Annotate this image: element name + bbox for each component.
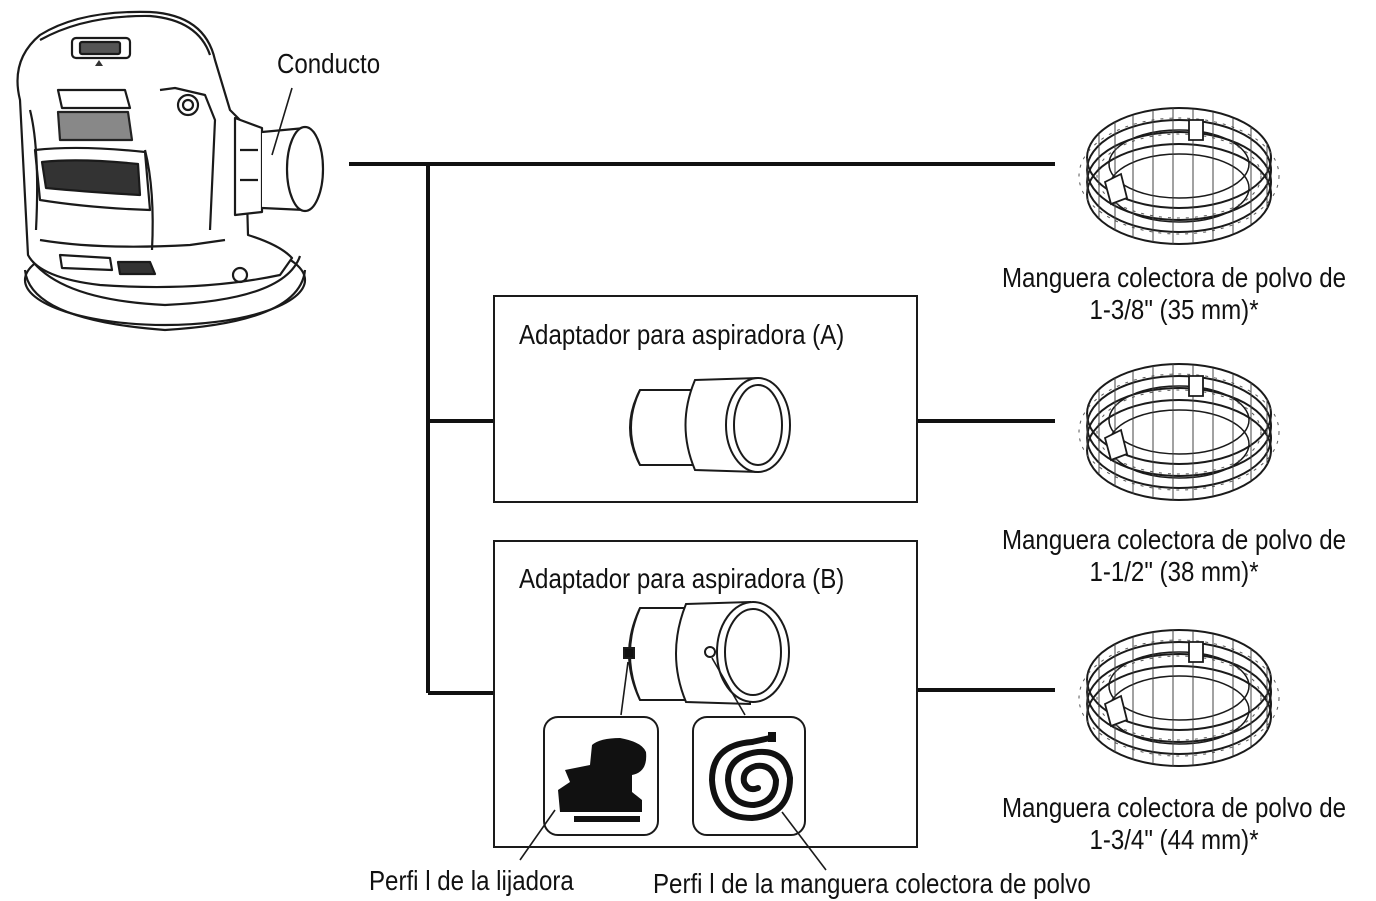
duct-label: Conducto xyxy=(277,48,381,79)
hose-profile-label: Perfi l de la manguera colectora de polv… xyxy=(653,868,1091,899)
sander-profile-label: Perfi l de la lijadora xyxy=(369,865,574,896)
connector-lines xyxy=(349,162,1055,695)
hose-profile-icon xyxy=(692,716,806,836)
vacuum-adapter-b-icon xyxy=(623,600,790,706)
adapter-a-label: Adaptador para aspiradora (A) xyxy=(519,319,845,350)
hose-coil-icon xyxy=(1078,107,1280,245)
hose-coil-icon xyxy=(1078,363,1280,501)
hose-2-label-line1: Manguera colectora de polvo de xyxy=(1001,524,1347,555)
hose-2-label-line2: 1-1/2" (38 mm)* xyxy=(1089,556,1259,587)
hose-1-label-line1: Manguera colectora de polvo de xyxy=(1001,262,1347,293)
hose-coil-icon xyxy=(1078,629,1280,767)
sander-icon xyxy=(16,10,325,332)
vacuum-adapter-a-icon xyxy=(629,376,791,474)
sander-profile-icon xyxy=(543,716,659,836)
hose-3-label-line2: 1-3/4" (44 mm)* xyxy=(1089,824,1259,855)
hose-1-label-line2: 1-3/8" (35 mm)* xyxy=(1089,294,1259,325)
hose-3-label-line1: Manguera colectora de polvo de xyxy=(1001,792,1347,823)
adapter-b-label: Adaptador para aspiradora (B) xyxy=(519,563,845,594)
